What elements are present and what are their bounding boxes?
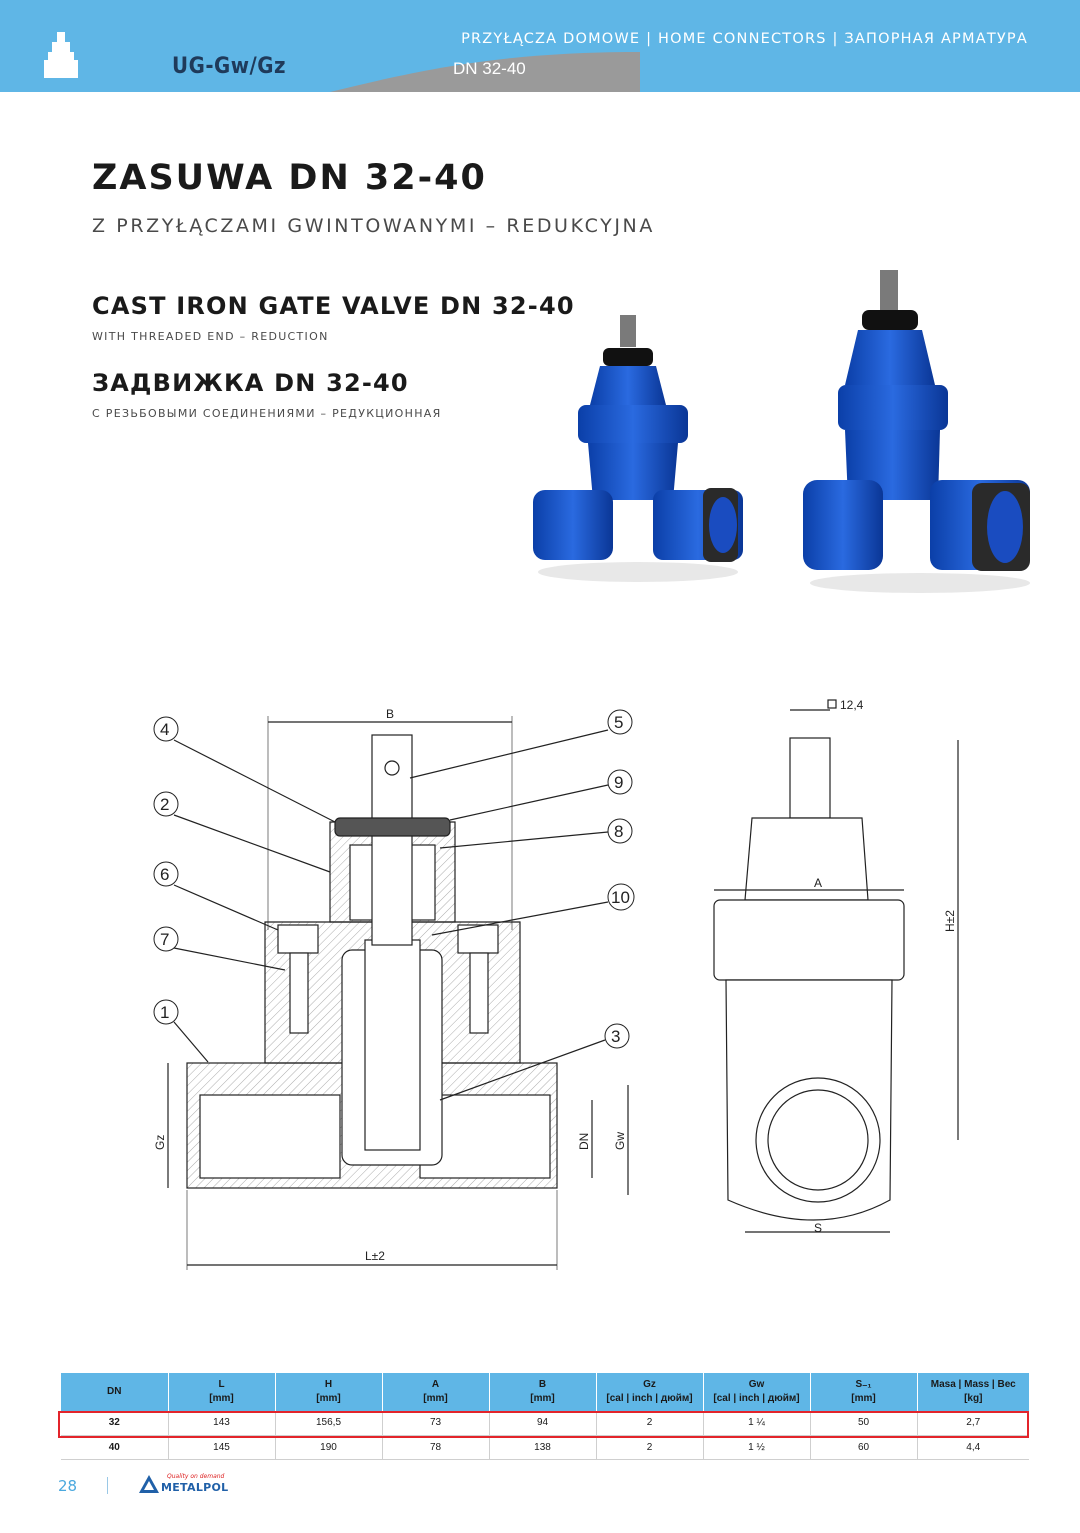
valve-photo-dn40 xyxy=(803,270,1030,593)
callout-3: 3 xyxy=(604,1023,630,1049)
svg-text:3: 3 xyxy=(611,1027,620,1046)
header-band: PRZYŁĄCZA DOMOWE | HOME CONNECTORS | ЗАП… xyxy=(0,0,1080,92)
callout-markers: 4 2 6 7 1 5 9 8 10 3 xyxy=(153,709,635,1049)
col-header-h: H[mm] xyxy=(275,1373,383,1411)
dn-range-tag: DN 32-40 xyxy=(453,59,526,78)
callout-8: 8 xyxy=(607,818,633,844)
table-cell: 1 ½ xyxy=(703,1435,811,1460)
category-breadcrumb: PRZYŁĄCZA DOMOWE | HOME CONNECTORS | ЗАП… xyxy=(461,31,1028,47)
svg-text:2: 2 xyxy=(160,795,169,814)
table-cell: 32 xyxy=(61,1411,169,1436)
page-subtitle-pl: Z PRZYŁĄCZAMI GWINTOWANYMI – REDUKCYJNA xyxy=(92,215,655,237)
col-header-gw: Gw[cal | inch | дюйм] xyxy=(703,1373,811,1411)
table-row: 32 143 156,5 73 94 2 1 ¼ 50 2,7 xyxy=(61,1411,1029,1436)
metalpol-logo-icon xyxy=(139,1475,159,1493)
col-header-gz: Gz[cal | inch | дюйм] xyxy=(596,1373,704,1411)
table-header-row: DN L[mm] H[mm] A[mm] B[mm] Gz[cal | inch… xyxy=(61,1373,1029,1411)
dim-gz-label: Gz xyxy=(153,1135,167,1150)
svg-text:4: 4 xyxy=(160,720,169,739)
spec-table: DN L[mm] H[mm] A[mm] B[mm] Gz[cal | inch… xyxy=(61,1373,1029,1460)
table-cell: 73 xyxy=(382,1411,490,1436)
table-cell: 2 xyxy=(596,1435,704,1460)
page-title-pl: ZASUWA DN 32-40 xyxy=(92,158,487,198)
table-row: 40 145 190 78 138 2 1 ½ 60 4,4 xyxy=(61,1435,1029,1460)
page-subtitle-ru: С РЕЗЬБОВЫМИ СОЕДИНЕНИЯМИ – РЕДУКЦИОННАЯ xyxy=(92,407,442,420)
svg-text:9: 9 xyxy=(614,773,623,792)
callout-5: 5 xyxy=(607,709,633,735)
svg-text:10: 10 xyxy=(611,888,630,907)
callout-7: 7 xyxy=(153,926,179,952)
footer-divider xyxy=(107,1477,108,1494)
header-background xyxy=(0,0,1080,92)
table-cell: 2 xyxy=(596,1411,704,1436)
product-code: UG-Gw/Gz xyxy=(172,54,287,79)
callout-10: 10 xyxy=(607,883,635,911)
table-cell: 78 xyxy=(382,1435,490,1460)
table-cell: 4,4 xyxy=(917,1435,1029,1460)
callout-4: 4 xyxy=(153,716,179,742)
dim-l-label: L±2 xyxy=(365,1249,385,1263)
table-cell: 138 xyxy=(489,1435,597,1460)
col-header-dn: DN xyxy=(61,1373,169,1411)
technical-drawing: B L±2 Gz DN Gw A H±2 S 12,4 4 2 6 7 1 5 … xyxy=(153,698,959,1270)
table-cell: 145 xyxy=(168,1435,276,1460)
svg-text:6: 6 xyxy=(160,865,169,884)
table-cell: 40 xyxy=(61,1435,169,1460)
callout-6: 6 xyxy=(153,861,179,887)
valve-icon xyxy=(44,32,78,78)
dim-a-label: A xyxy=(814,876,822,890)
table-cell: 1 ¼ xyxy=(703,1411,811,1436)
valve-photo-dn32 xyxy=(533,315,743,582)
page-number: 28 xyxy=(58,1477,78,1495)
callout-9: 9 xyxy=(607,769,633,795)
col-header-mass: Masa | Mass | Вес[kg] xyxy=(917,1373,1029,1411)
svg-text:5: 5 xyxy=(614,713,623,732)
svg-text:8: 8 xyxy=(614,822,623,841)
col-header-a: A[mm] xyxy=(382,1373,490,1411)
table-cell: 190 xyxy=(275,1435,383,1460)
page-subtitle-en: WITH THREADED END – REDUCTION xyxy=(92,330,329,343)
table-cell: 156,5 xyxy=(275,1411,383,1436)
col-header-b: B[mm] xyxy=(489,1373,597,1411)
page-title-en: CAST IRON GATE VALVE DN 32-40 xyxy=(92,292,575,320)
dim-dn-label: DN xyxy=(577,1133,591,1150)
svg-text:7: 7 xyxy=(160,930,169,949)
table-cell: 2,7 xyxy=(917,1411,1029,1436)
table-cell: 60 xyxy=(810,1435,918,1460)
page-title-ru: ЗАДВИЖКА DN 32-40 xyxy=(92,369,409,397)
callout-1: 1 xyxy=(153,999,179,1025)
col-header-s: S₋₁[mm] xyxy=(810,1373,918,1411)
table-cell: 143 xyxy=(168,1411,276,1436)
dim-h-label: H±2 xyxy=(943,910,957,932)
brand-name: METALPOL xyxy=(161,1481,229,1494)
brand-slogan: Quality on demand xyxy=(167,1473,225,1480)
col-header-l: L[mm] xyxy=(168,1373,276,1411)
callout-2: 2 xyxy=(153,791,179,817)
dim-s-label: S xyxy=(814,1221,822,1235)
dim-square-label: 12,4 xyxy=(840,698,864,712)
table-cell: 94 xyxy=(489,1411,597,1436)
dim-gw-label: Gw xyxy=(613,1132,627,1150)
table-cell: 50 xyxy=(810,1411,918,1436)
svg-text:1: 1 xyxy=(160,1003,169,1022)
dim-b-label: B xyxy=(386,707,394,721)
